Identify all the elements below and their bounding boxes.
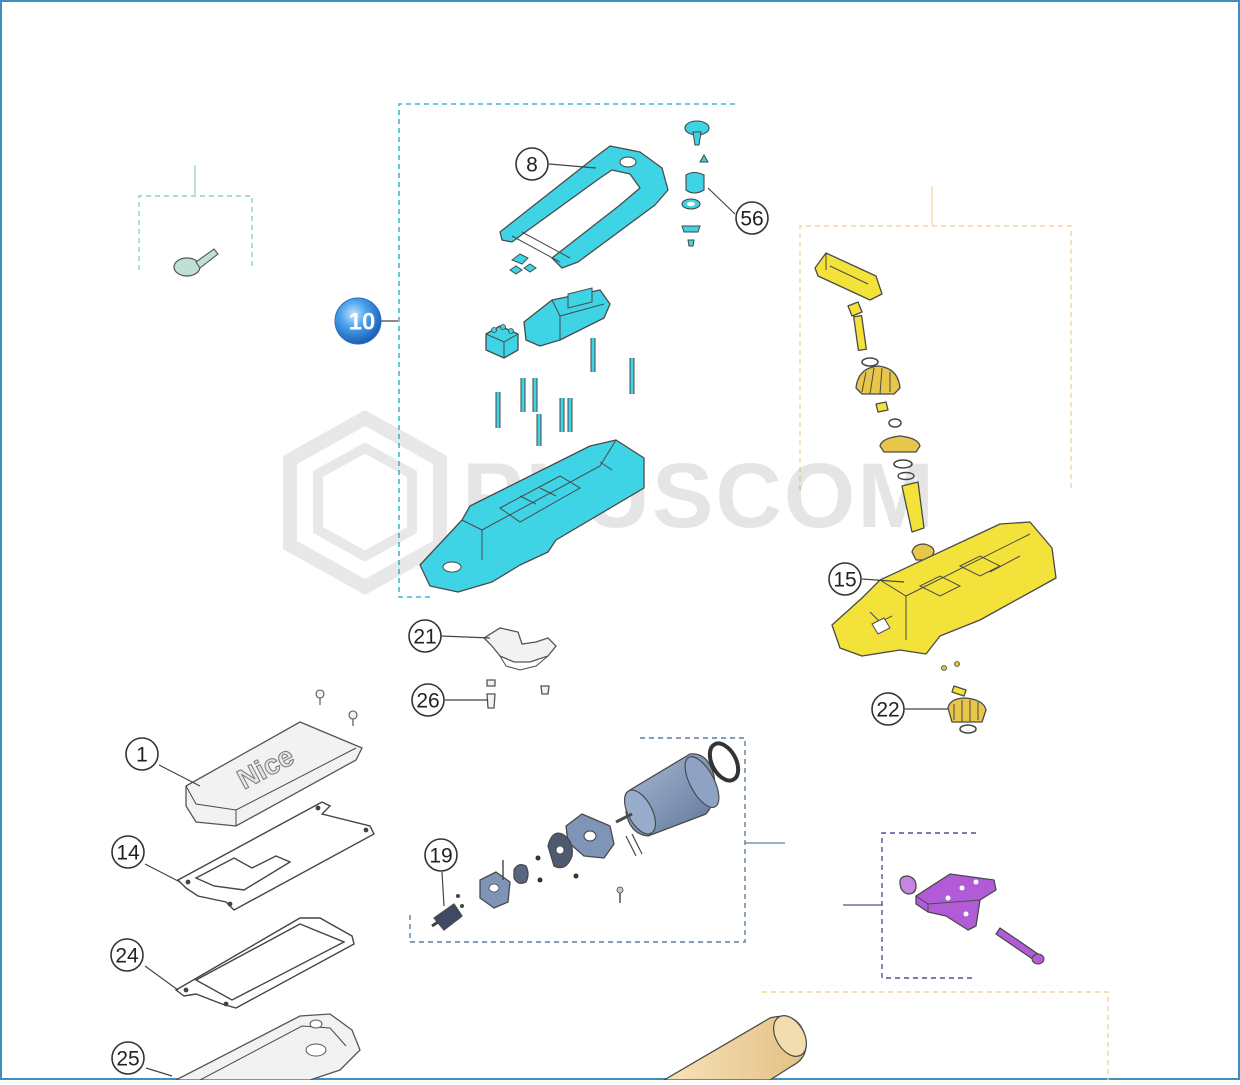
gasket-24-part bbox=[174, 917, 355, 1009]
svg-text:10: 10 bbox=[349, 309, 376, 336]
callout-15: 15 bbox=[828, 562, 862, 596]
group-box-yellow bbox=[799, 186, 1072, 490]
base-plate-part bbox=[419, 439, 645, 593]
tan-tube-part bbox=[663, 1015, 807, 1081]
group-box-purple bbox=[843, 832, 976, 979]
callout-14: 14 bbox=[111, 835, 145, 869]
bracket-21-part bbox=[482, 627, 557, 671]
svg-text:22: 22 bbox=[876, 699, 899, 722]
worm-19-part bbox=[431, 903, 463, 931]
connector-block-part bbox=[485, 324, 519, 359]
group-box-motor bbox=[409, 737, 785, 943]
svg-text:1: 1 bbox=[136, 744, 148, 767]
motor-flange-parts bbox=[456, 813, 624, 909]
svg-text:15: 15 bbox=[833, 569, 856, 592]
cap-stack-part bbox=[681, 120, 710, 247]
bottom-gear-part bbox=[941, 661, 987, 734]
callout-25: 25 bbox=[111, 1041, 145, 1075]
screws-26-part bbox=[486, 679, 550, 709]
svg-text:26: 26 bbox=[416, 690, 439, 713]
control-unit-part bbox=[523, 287, 611, 347]
top-cover-yellow-part bbox=[814, 252, 883, 301]
svg-text:56: 56 bbox=[740, 208, 763, 231]
cover-part: Nice bbox=[185, 689, 363, 827]
callout-21: 21 bbox=[408, 619, 442, 653]
svg-text:25: 25 bbox=[116, 1048, 139, 1071]
callout-22: 22 bbox=[871, 692, 905, 726]
gearbox-housing-part bbox=[831, 521, 1057, 657]
callout-19: 19 bbox=[424, 838, 458, 872]
callout-1: 1 bbox=[125, 737, 159, 771]
group-box-small-part bbox=[138, 165, 253, 270]
callout-56: 56 bbox=[735, 201, 769, 235]
drive-shaft-parts bbox=[847, 301, 935, 561]
callout-10: 10 bbox=[334, 297, 382, 345]
screws-set bbox=[495, 338, 635, 446]
svg-text:14: 14 bbox=[116, 842, 140, 865]
base-25-part bbox=[175, 1013, 361, 1081]
callout-26: 26 bbox=[411, 683, 445, 717]
key-part bbox=[173, 248, 219, 277]
group-box-tan bbox=[762, 991, 1109, 1080]
callout-8: 8 bbox=[515, 147, 549, 181]
svg-text:19: 19 bbox=[429, 845, 452, 868]
svg-text:24: 24 bbox=[115, 945, 139, 968]
purple-bracket-part bbox=[899, 873, 1045, 965]
gasket-14-part bbox=[176, 801, 375, 911]
callout-24: 24 bbox=[110, 938, 144, 972]
handle-bracket-part bbox=[499, 145, 669, 275]
svg-text:8: 8 bbox=[526, 154, 538, 177]
motor-part bbox=[615, 741, 741, 857]
leader-lines bbox=[144, 163, 948, 1077]
svg-text:21: 21 bbox=[413, 626, 436, 649]
